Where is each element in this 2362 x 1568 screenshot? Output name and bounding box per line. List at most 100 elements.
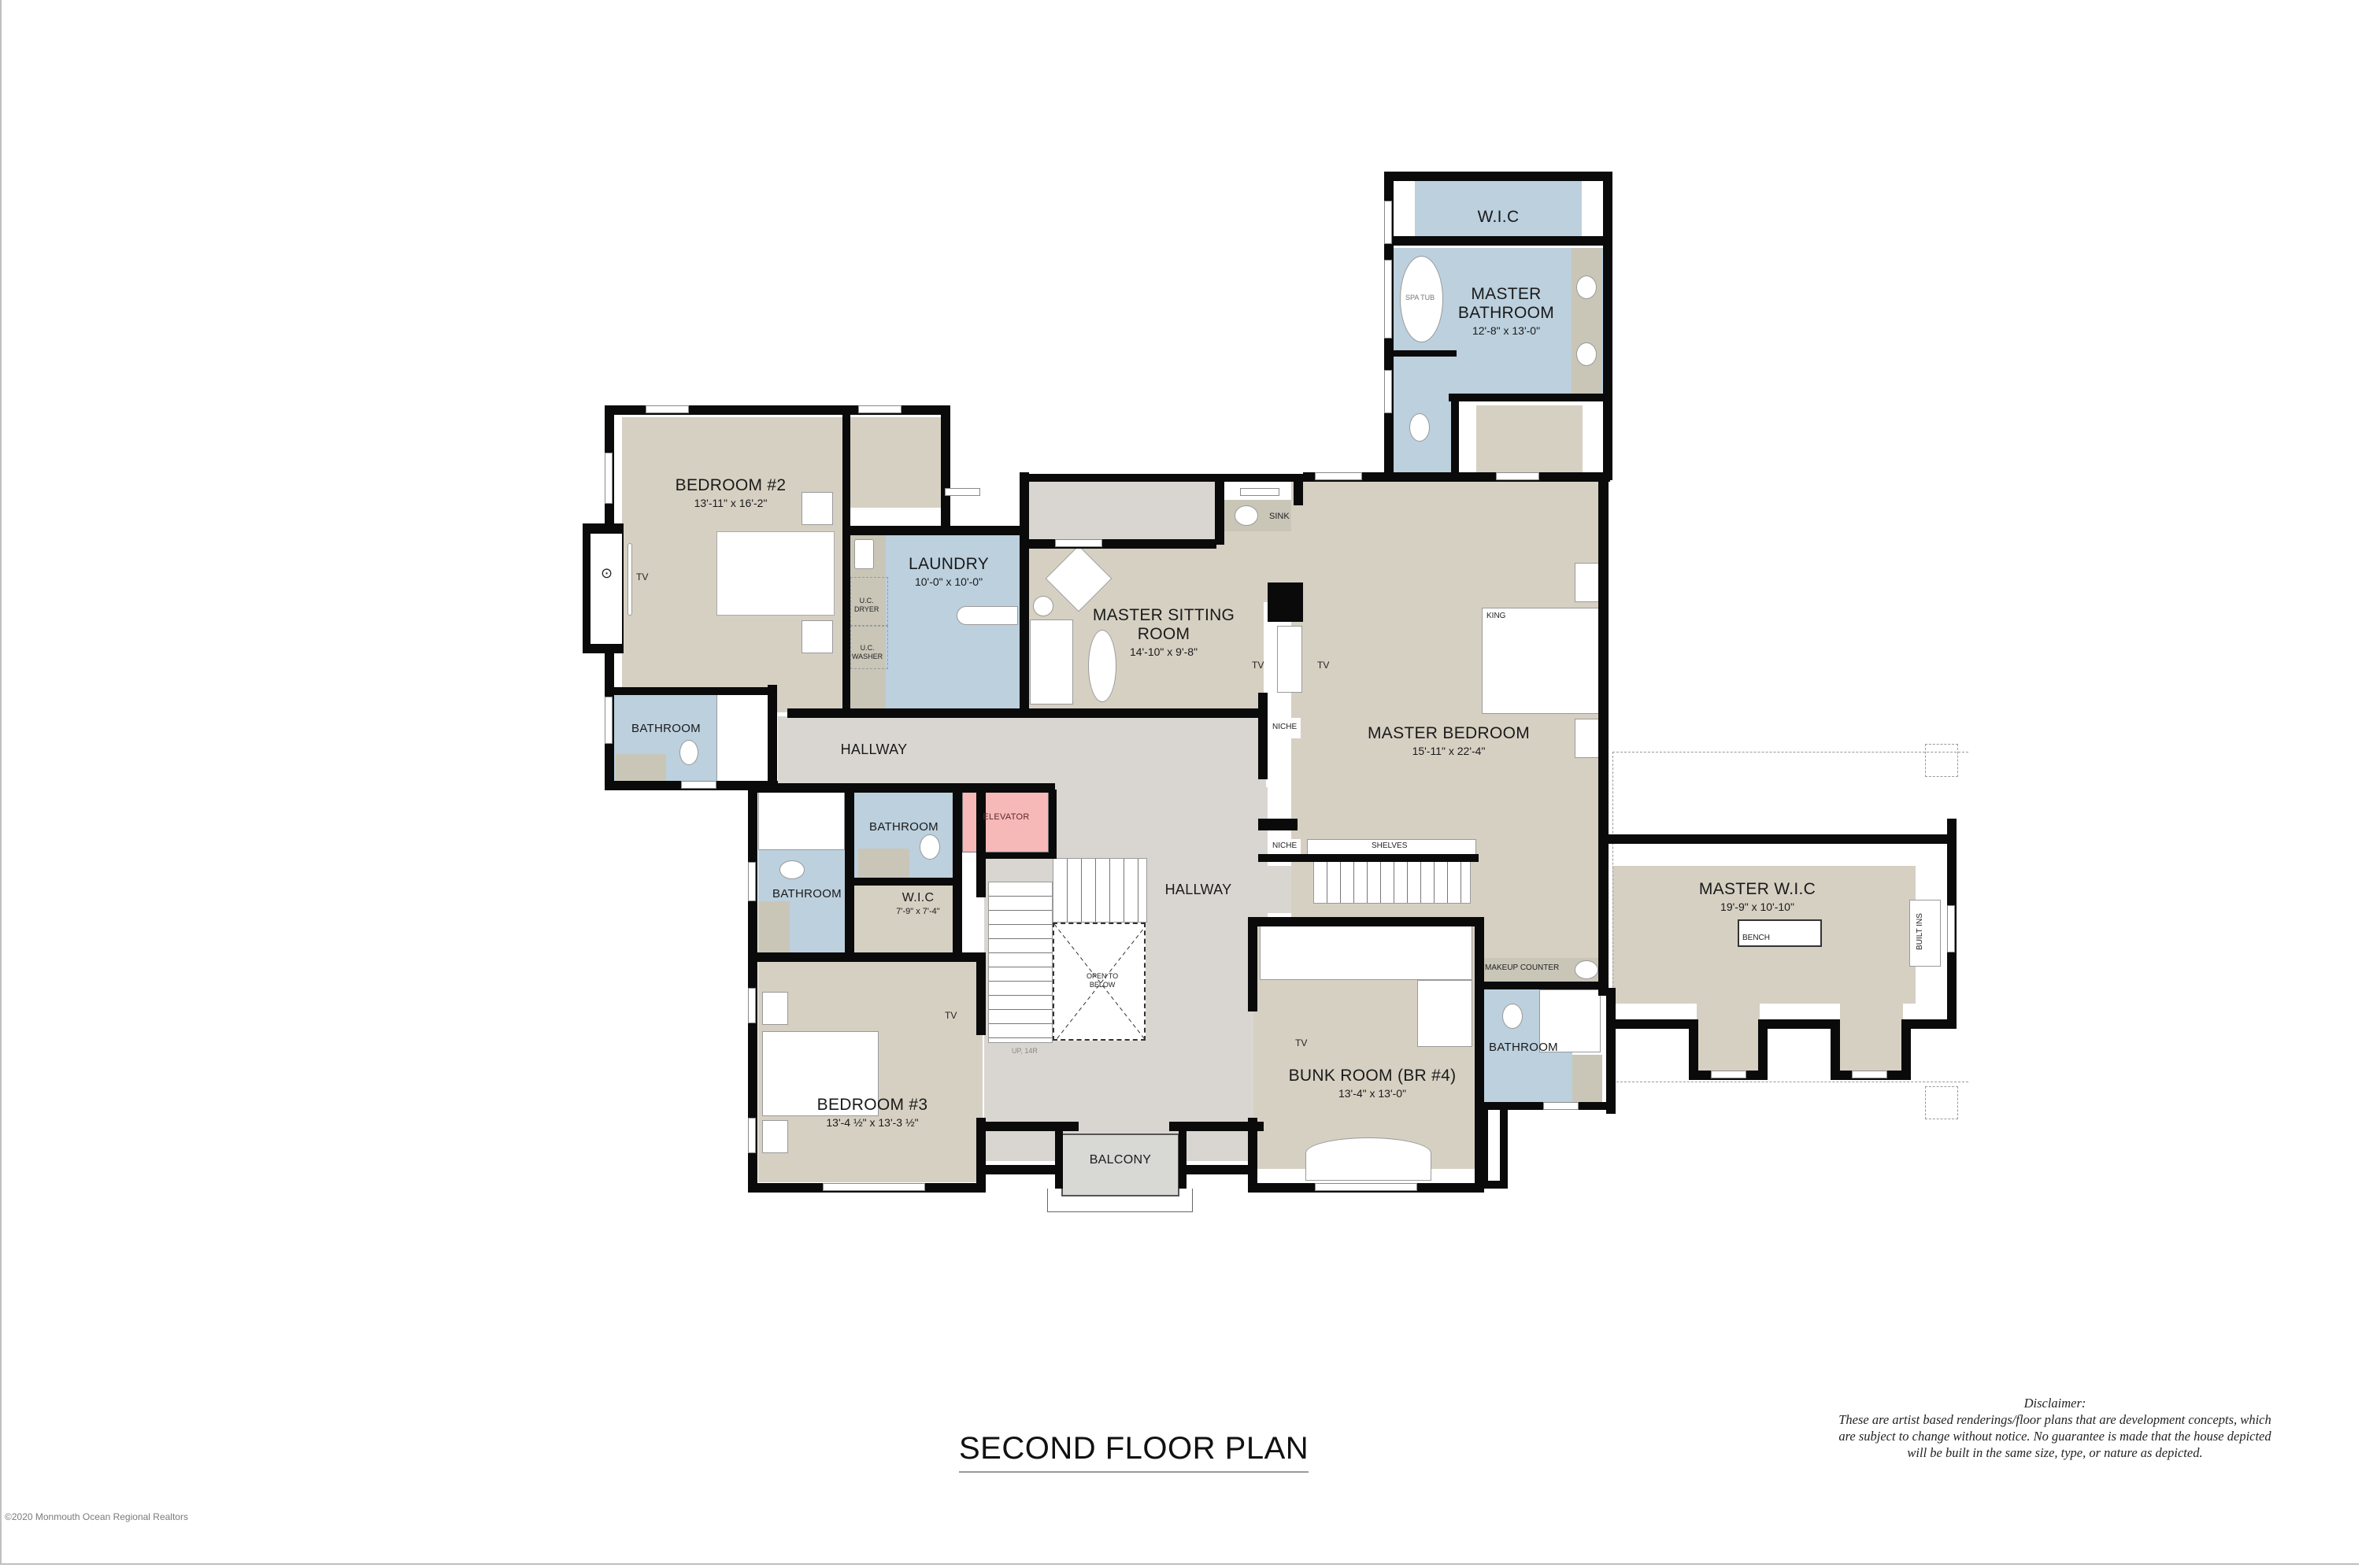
master-closet-passage bbox=[1476, 405, 1583, 480]
room-master-bedroom bbox=[1291, 480, 1606, 996]
room-dimensions: 12'-8" x 13'-0" bbox=[1472, 324, 1541, 338]
bench bbox=[1738, 919, 1822, 947]
wall bbox=[1449, 394, 1606, 401]
window bbox=[823, 1183, 925, 1191]
fireplace-hearth bbox=[590, 534, 622, 644]
master-bedroom-tv-label: TV bbox=[1317, 660, 1330, 671]
master-toilet bbox=[1409, 413, 1430, 442]
uc-washer-label: U.C.WASHER bbox=[852, 644, 883, 660]
wall bbox=[1055, 1126, 1063, 1189]
master-bath-sink bbox=[1576, 342, 1597, 366]
bathroom-mid-counter bbox=[858, 849, 909, 878]
spa-tub bbox=[1400, 256, 1443, 342]
wall bbox=[768, 685, 777, 787]
bedroom-3-bed bbox=[762, 1031, 879, 1116]
wall bbox=[1901, 1019, 1957, 1029]
coffee-table bbox=[1088, 630, 1116, 702]
wall bbox=[1248, 1118, 1257, 1193]
window bbox=[1055, 539, 1102, 547]
balcony-label: BALCONY bbox=[1090, 1153, 1152, 1167]
sofa bbox=[1030, 619, 1073, 704]
shelves-label: SHELVES bbox=[1372, 841, 1408, 850]
copyright-notice: ©2020 Monmouth Ocean Regional Realtors bbox=[5, 1511, 188, 1522]
window bbox=[945, 488, 980, 496]
room-name: BATHROOM bbox=[1489, 1041, 1558, 1054]
master-nightstand bbox=[1575, 563, 1599, 602]
wall bbox=[941, 405, 950, 531]
room-dimensions: 15'-11" x 22'-4" bbox=[1412, 745, 1486, 758]
toilet bbox=[1502, 1004, 1523, 1029]
room-name: BEDROOM #2 bbox=[675, 476, 787, 494]
page-title: SECOND FLOOR PLAN bbox=[959, 1431, 1309, 1473]
wall bbox=[1689, 1019, 1698, 1078]
wall bbox=[1758, 1019, 1768, 1080]
wall bbox=[1020, 474, 1303, 482]
room-wic-top bbox=[1415, 181, 1582, 236]
niche-lower bbox=[1269, 839, 1301, 855]
makeup-sink bbox=[1575, 960, 1598, 979]
room-name: LAUNDRY bbox=[908, 555, 990, 573]
wall bbox=[787, 708, 1268, 718]
bedroom-2-tv-label: TV bbox=[636, 571, 649, 582]
bunk-bed-side bbox=[1417, 980, 1472, 1047]
master-wic-label: MASTER W.I.C 19'-9" x 10'-10" bbox=[1699, 880, 1816, 913]
room-name: HALLWAY bbox=[840, 741, 908, 757]
niche-upper bbox=[1269, 718, 1301, 738]
roof-outline bbox=[1612, 752, 1968, 1082]
window bbox=[1947, 905, 1955, 952]
window bbox=[1543, 1102, 1579, 1110]
wall bbox=[1606, 834, 1957, 844]
uc-washer bbox=[850, 626, 888, 669]
uc-dryer-label: U.C.DRYER bbox=[854, 597, 879, 613]
wall bbox=[1480, 982, 1606, 989]
window bbox=[1496, 472, 1539, 480]
disclaimer-body: These are artist based renderings/floor … bbox=[1838, 1412, 2271, 1460]
hallway-landing bbox=[1266, 866, 1291, 913]
wall bbox=[1394, 350, 1457, 357]
room-name: MASTER W.I.C bbox=[1698, 880, 1816, 898]
room-name: MASTER bbox=[1471, 285, 1542, 303]
bunk-window-seat bbox=[1305, 1137, 1431, 1181]
window bbox=[1315, 1183, 1417, 1191]
wall bbox=[976, 960, 986, 1035]
room-name-line2: ROOM bbox=[1137, 625, 1190, 644]
wall bbox=[984, 1165, 1063, 1174]
wall bbox=[1606, 1019, 1697, 1029]
spa-tub-label: SPA TUB bbox=[1405, 294, 1435, 301]
window bbox=[646, 405, 689, 413]
window bbox=[681, 781, 716, 789]
wall bbox=[953, 791, 962, 956]
wall bbox=[1598, 472, 1609, 996]
wall bbox=[984, 1122, 1079, 1131]
room-dimensions: 13'-11" x 16'-2" bbox=[694, 497, 768, 510]
makeup-counter-label: MAKEUP COUNTER bbox=[1485, 963, 1560, 972]
bedroom-3-nightstand bbox=[762, 1120, 788, 1153]
bedroom-3-tv-label: TV bbox=[945, 1010, 957, 1021]
window bbox=[1384, 260, 1392, 338]
window bbox=[858, 405, 901, 413]
bunk-bed-upper bbox=[1260, 925, 1472, 980]
wall bbox=[1480, 1102, 1508, 1189]
wall bbox=[1384, 172, 1612, 181]
room-dimensions: 7'-9" x 7'-4" bbox=[896, 907, 940, 917]
master-bath-vanity bbox=[1572, 248, 1601, 398]
bathroom-bunk-label: BATHROOM bbox=[1489, 1041, 1558, 1054]
wall bbox=[748, 783, 1055, 793]
master-sitting-upper-area bbox=[1027, 482, 1215, 541]
hallway-center-label: HALLWAY bbox=[1165, 882, 1232, 898]
bedroom-2-nightstand bbox=[802, 492, 833, 525]
toilet bbox=[920, 834, 940, 860]
window bbox=[1315, 472, 1362, 480]
wall bbox=[845, 791, 854, 956]
toilet bbox=[779, 860, 805, 879]
master-toilet-room bbox=[1394, 350, 1453, 476]
room-wic-bed3 bbox=[854, 886, 957, 956]
ironing-board bbox=[957, 606, 1018, 625]
sitting-tv-label: TV bbox=[1252, 660, 1264, 671]
main-staircase bbox=[988, 882, 1053, 1043]
sink-basin bbox=[1235, 505, 1258, 526]
wall bbox=[1758, 1019, 1837, 1029]
wall bbox=[1394, 236, 1606, 246]
wall bbox=[1258, 693, 1268, 779]
